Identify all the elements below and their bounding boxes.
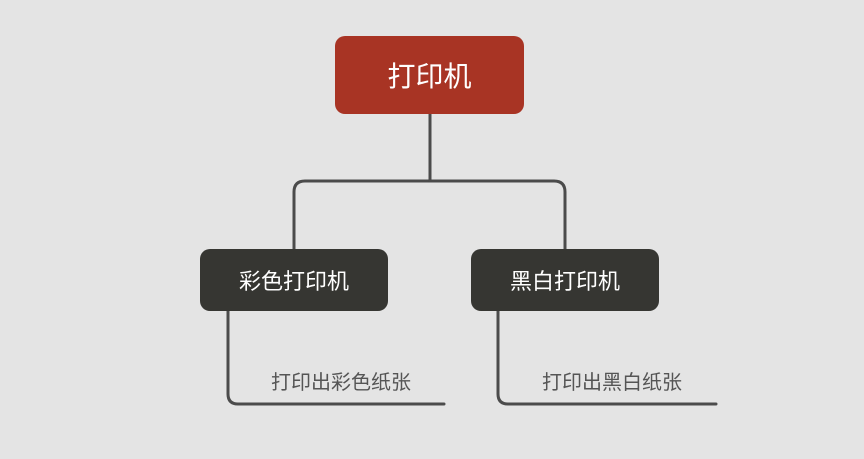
branch-line-left bbox=[292, 179, 432, 251]
leaf-text-color-output[interactable]: 打印出彩色纸张 bbox=[271, 370, 411, 394]
child-node-color-printer[interactable]: 彩色打印机 bbox=[200, 249, 388, 311]
branch-line-right bbox=[428, 179, 567, 251]
leaf-text-bw-output[interactable]: 打印出黑白纸张 bbox=[542, 370, 682, 394]
leaf-line-left bbox=[226, 309, 446, 406]
connector-lines bbox=[226, 112, 718, 406]
leaf-line-right bbox=[496, 309, 718, 406]
child-node-bw-printer[interactable]: 黑白打印机 bbox=[471, 249, 659, 311]
root-node[interactable]: 打印机 bbox=[335, 36, 524, 114]
